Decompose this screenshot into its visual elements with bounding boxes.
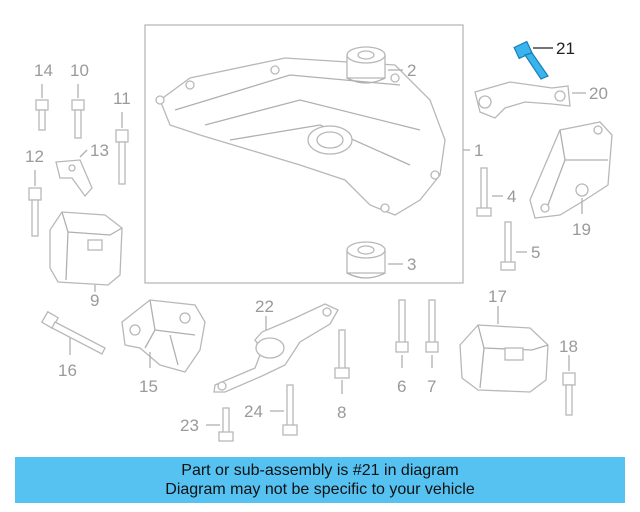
callout-15: 15 xyxy=(139,352,158,396)
link-arm-part-20[interactable] xyxy=(474,81,571,119)
callout-1: 1 xyxy=(463,141,483,160)
callout-16: 16 xyxy=(58,338,77,380)
callout-label-1: 1 xyxy=(474,141,483,160)
callout-3: 3 xyxy=(388,255,416,274)
engine-mount-part-9[interactable] xyxy=(49,211,123,286)
bolt-part-18[interactable] xyxy=(562,372,576,416)
info-banner: Part or sub-assembly is #21 in diagram D… xyxy=(15,457,625,503)
mount-bracket-part-15[interactable] xyxy=(121,299,206,373)
callout-label-20: 20 xyxy=(589,84,608,103)
callout-label-21: 21 xyxy=(556,39,575,58)
callout-10: 10 xyxy=(70,61,89,98)
callout-8: 8 xyxy=(337,380,346,422)
callout-label-11: 11 xyxy=(113,89,131,108)
callout-label-6: 6 xyxy=(397,377,406,396)
callout-label-15: 15 xyxy=(139,377,158,396)
bolt-part-24[interactable] xyxy=(282,384,298,436)
callout-12: 12 xyxy=(25,147,44,186)
callout-label-17: 17 xyxy=(488,287,507,306)
callout-label-22: 22 xyxy=(255,297,274,316)
callout-4: 4 xyxy=(492,187,516,206)
bolt-part-5[interactable] xyxy=(500,221,516,271)
torque-rod-part-22[interactable] xyxy=(213,303,339,393)
callout-22: 22 xyxy=(255,297,274,330)
callout-label-4: 4 xyxy=(507,187,516,206)
bushing-part-2[interactable] xyxy=(346,46,386,84)
bolt-part-10[interactable] xyxy=(71,99,85,139)
callout-21: 21 xyxy=(533,39,575,58)
callout-17: 17 xyxy=(488,287,507,324)
callout-13: 13 xyxy=(79,141,109,160)
callout-label-18: 18 xyxy=(559,337,578,356)
callout-label-8: 8 xyxy=(337,403,346,422)
bolt-part-6[interactable] xyxy=(395,299,409,353)
highlighted-bolt-part-21[interactable] xyxy=(513,40,549,80)
bolt-part-4[interactable] xyxy=(476,167,492,217)
callout-label-24: 24 xyxy=(244,402,263,421)
mount-part-17[interactable] xyxy=(459,324,549,393)
callout-24: 24 xyxy=(244,402,284,421)
callout-label-3: 3 xyxy=(407,255,416,274)
subframe-assembly[interactable] xyxy=(144,24,464,284)
callout-label-16: 16 xyxy=(58,361,77,380)
callout-14: 14 xyxy=(34,61,53,98)
bracket-part-19[interactable] xyxy=(529,121,613,219)
bolt-part-16[interactable] xyxy=(40,310,106,355)
bolt-part-23[interactable] xyxy=(218,407,234,442)
callout-9: 9 xyxy=(90,285,99,310)
callout-6: 6 xyxy=(397,355,406,396)
bolt-part-8[interactable] xyxy=(334,329,350,379)
callout-19: 19 xyxy=(572,198,591,239)
bushing-part-3[interactable] xyxy=(346,241,386,279)
callout-2: 2 xyxy=(388,61,416,80)
bolt-part-7[interactable] xyxy=(425,299,439,353)
callout-11: 11 xyxy=(113,89,131,128)
bolt-part-11[interactable] xyxy=(115,129,129,185)
callout-label-2: 2 xyxy=(407,61,416,80)
callout-18: 18 xyxy=(559,337,578,371)
callout-label-7: 7 xyxy=(427,377,436,396)
parts-diagram: 1 2 3 4 5 xyxy=(25,24,613,442)
callout-5: 5 xyxy=(516,243,540,262)
callout-label-9: 9 xyxy=(90,291,99,310)
banner-line-part-number: Part or sub-assembly is #21 in diagram xyxy=(181,462,459,479)
bolt-part-14[interactable] xyxy=(35,99,49,131)
bolt-part-12[interactable] xyxy=(28,187,42,237)
callout-7: 7 xyxy=(427,355,436,396)
callout-label-23: 23 xyxy=(180,416,199,435)
callout-23: 23 xyxy=(180,416,220,435)
callout-label-19: 19 xyxy=(572,220,591,239)
callout-20: 20 xyxy=(572,84,608,103)
bracket-part-13[interactable] xyxy=(55,159,93,198)
callout-label-14: 14 xyxy=(34,61,53,80)
callout-label-13: 13 xyxy=(90,141,109,160)
callout-label-5: 5 xyxy=(531,243,540,262)
callout-label-10: 10 xyxy=(70,61,89,80)
banner-line-disclaimer: Diagram may not be specific to your vehi… xyxy=(165,481,475,498)
callout-label-12: 12 xyxy=(25,147,44,166)
